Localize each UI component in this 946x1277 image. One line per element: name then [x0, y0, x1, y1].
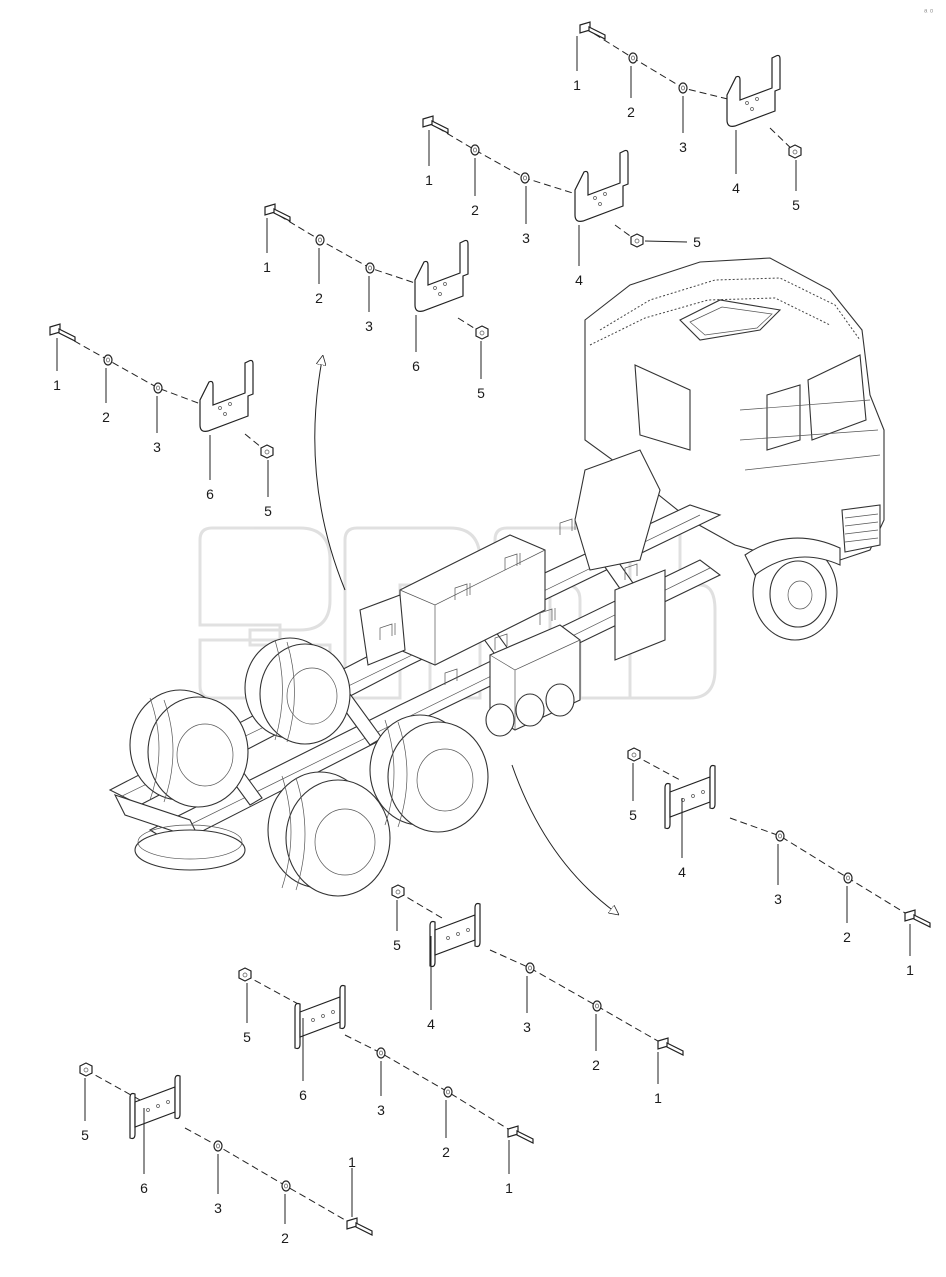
washer-part: [315, 234, 325, 246]
callout-label: 1: [573, 77, 581, 93]
fastener-group-c: 1 2 3 6 5: [263, 203, 489, 401]
callout-label: 5: [693, 234, 701, 250]
callout-label: 1: [654, 1090, 662, 1106]
fastener-group-a: 1 2 3 4 5: [573, 21, 802, 213]
bolt-part: [507, 1125, 534, 1144]
bracket-part: [129, 1074, 181, 1140]
callout-label: 3: [214, 1200, 222, 1216]
parts-layer: 1 2 3 4 5 1 2 3 4 5 1 2 3 6 5 1 2 3 6 5 1 2 3 4 5 1 2 3 4 5 1 2 3 6 5 1 2 3 6 5: [49, 21, 931, 1246]
washer-part: [592, 1000, 602, 1012]
washer-part: [376, 1047, 386, 1059]
callout-label: 2: [102, 409, 110, 425]
washer-part: [775, 830, 785, 842]
callout-label: 2: [843, 929, 851, 945]
callout-label: 3: [774, 891, 782, 907]
washer-part: [678, 82, 688, 94]
callout-label: 1: [348, 1154, 356, 1170]
washer-part: [103, 354, 113, 366]
fastener-group-b: 1 2 3 4 5: [422, 115, 701, 288]
callout-label: 2: [281, 1230, 289, 1246]
callout-label: 6: [412, 358, 420, 374]
callout-label: 6: [299, 1087, 307, 1103]
callout-label: 4: [575, 272, 583, 288]
corner-mark: ₐ ₒ: [924, 4, 934, 14]
callout-label: 3: [523, 1019, 531, 1035]
callout-label: 5: [792, 197, 800, 213]
callout-label: 6: [206, 486, 214, 502]
callout-label: 3: [522, 230, 530, 246]
fastener-group-e: 1 2 3 4 5: [627, 747, 931, 978]
callout-label: 3: [679, 139, 687, 155]
bolt-part: [422, 115, 449, 134]
bracket-part: [726, 54, 781, 127]
fastener-group-f: 1 2 3 4 5: [391, 884, 684, 1106]
washer-part: [525, 962, 535, 974]
nut-part: [475, 325, 489, 340]
callout-label: 1: [53, 377, 61, 393]
upward-arrow: [314, 360, 346, 591]
callout-label: 5: [81, 1127, 89, 1143]
washer-part: [281, 1180, 291, 1192]
bolt-part: [49, 323, 76, 342]
washer-part: [153, 382, 163, 394]
nut-part: [260, 444, 274, 459]
bracket-part: [199, 359, 254, 432]
callout-label: 3: [365, 318, 373, 334]
callout-label: 3: [153, 439, 161, 455]
bolt-part: [657, 1037, 684, 1056]
washer-part: [843, 872, 853, 884]
callout-label: 2: [592, 1057, 600, 1073]
washer-part: [520, 172, 530, 184]
callout-label: 1: [906, 962, 914, 978]
callout-label: 5: [393, 937, 401, 953]
callout-label: 3: [377, 1102, 385, 1118]
fastener-group-g: 1 2 3 6 5: [238, 967, 534, 1196]
callout-label: 4: [732, 180, 740, 196]
bolt-part: [579, 21, 606, 40]
nut-part: [627, 747, 641, 762]
washer-part: [365, 262, 375, 274]
bolt-part: [264, 203, 291, 222]
downward-arrow: [511, 764, 615, 912]
bolt-part: [904, 909, 931, 928]
callout-label: 4: [427, 1016, 435, 1032]
callout-label: 2: [627, 104, 635, 120]
callout-label: 5: [629, 807, 637, 823]
nut-part: [391, 884, 405, 899]
callout-label: 1: [263, 259, 271, 275]
washer-part: [443, 1086, 453, 1098]
callout-label: 5: [243, 1029, 251, 1045]
bracket-part: [294, 984, 346, 1050]
nut-part: [238, 967, 252, 982]
bracket-part: [664, 764, 716, 830]
washer-part: [470, 144, 480, 156]
nut-part: [630, 233, 644, 248]
callout-label: 1: [425, 172, 433, 188]
bracket-part: [429, 902, 481, 968]
fastener-group-d: 1 2 3 6 5: [49, 323, 274, 519]
callout-label: 5: [264, 503, 272, 519]
callout-label: 1: [505, 1180, 513, 1196]
callout-label: 2: [471, 202, 479, 218]
washer-part: [213, 1140, 223, 1152]
fastener-group-h: 1 2 3 6 5: [79, 1062, 373, 1246]
bolt-part: [346, 1217, 373, 1236]
callout-label: 2: [315, 290, 323, 306]
bracket-part: [574, 149, 629, 222]
callout-label: 6: [140, 1180, 148, 1196]
rear-wheel-group: [129, 637, 489, 897]
washer-part: [628, 52, 638, 64]
nut-part: [79, 1062, 93, 1077]
callout-label: 4: [678, 864, 686, 880]
truck-chassis-illustration: [108, 257, 885, 897]
nut-part: [788, 144, 802, 159]
callout-label: 2: [442, 1144, 450, 1160]
callout-label: 5: [477, 385, 485, 401]
bracket-part: [414, 239, 469, 312]
